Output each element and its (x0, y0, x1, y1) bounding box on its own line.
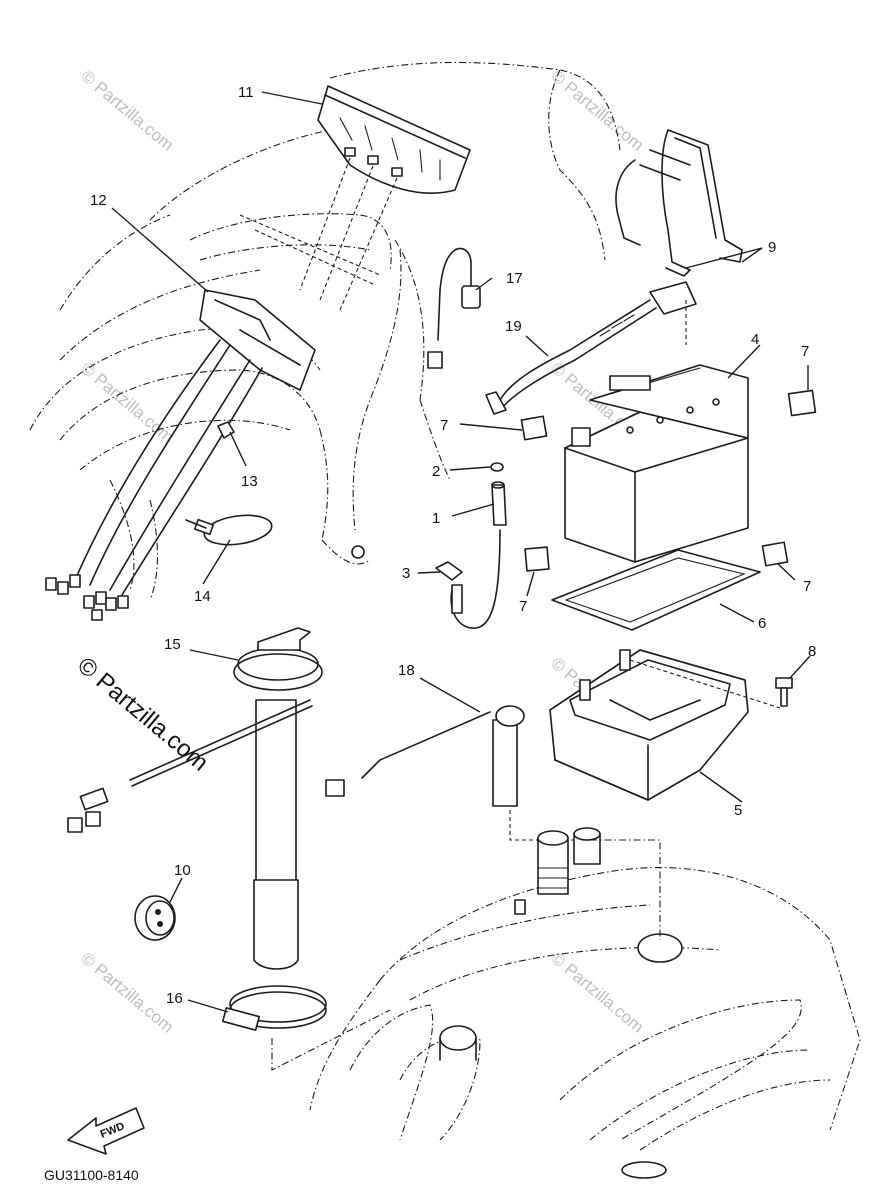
hull-deck (29, 61, 621, 601)
watermark-7: © Partzilla.com (547, 949, 647, 1037)
wire-harness (45, 289, 316, 621)
watermark-main: © Partzilla.com (72, 652, 213, 777)
callout-15: 15 (164, 636, 181, 653)
fuel-sender (67, 627, 323, 970)
callout-4: 4 (751, 331, 759, 348)
battery (564, 364, 749, 563)
meter-unit (299, 85, 471, 311)
fuse-holder (427, 247, 481, 369)
diagram-code: GU31100-8140 (44, 1167, 139, 1183)
fuel-level-sensor (325, 705, 580, 841)
watermark-1: © Partzilla.com (77, 67, 177, 155)
callout-2: 2 (432, 463, 440, 480)
callout-12: 12 (90, 192, 107, 209)
callout-7c: 7 (519, 598, 527, 615)
fwd-arrow: FWD (67, 1107, 145, 1155)
pads (520, 389, 817, 572)
wire-clip (217, 421, 235, 439)
callout-11: 11 (238, 84, 254, 101)
harness-connectors (45, 574, 129, 621)
callout-6: 6 (758, 615, 766, 632)
grommet (134, 895, 176, 941)
watermark-6: © Partzilla.com (77, 949, 177, 1037)
fuel-tank (271, 827, 861, 1179)
callout-10: 10 (174, 862, 191, 879)
callout-14: 14 (194, 588, 211, 605)
callout-5: 5 (734, 802, 742, 819)
callout-9: 9 (768, 239, 776, 256)
watermark-2: © Partzilla.com (547, 67, 647, 155)
watermark-3: © Partzilla.com (77, 359, 177, 447)
breather-pipe (435, 462, 507, 629)
callout-8: 8 (808, 643, 816, 660)
callout-17: 17 (506, 270, 523, 287)
hose-clamp (221, 985, 327, 1031)
battery-box (549, 649, 781, 801)
callout-3: 3 (402, 565, 410, 582)
callout-16: 16 (166, 990, 183, 1007)
callout-7d: 7 (803, 578, 811, 595)
callouts: 11 12 13 14 17 19 4 7 9 7 2 1 3 7 7 6 8 … (90, 84, 816, 1007)
callout-19: 19 (505, 318, 522, 335)
callout-7b: 7 (440, 417, 448, 434)
leader-lines (111, 91, 811, 1013)
callout-13: 13 (241, 473, 258, 490)
cable-tie (185, 514, 273, 546)
tray-pad (551, 549, 761, 631)
battery-band (615, 129, 743, 277)
battery-lead (485, 281, 697, 415)
bolt (775, 677, 793, 707)
callout-7a: 7 (801, 343, 809, 360)
callout-18: 18 (398, 662, 415, 679)
callout-1: 1 (432, 510, 440, 527)
